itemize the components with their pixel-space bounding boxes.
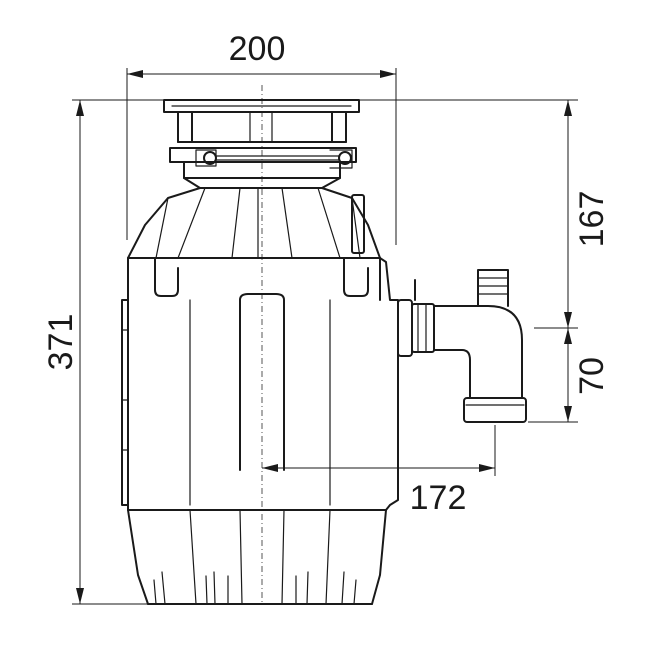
mounting-flange <box>163 99 360 143</box>
dim-overall-width: 200 <box>126 30 397 245</box>
dim-label-167: 167 <box>573 191 611 248</box>
dim-label-172: 172 <box>410 479 467 517</box>
lower-skirt <box>127 509 387 605</box>
dim-label-200: 200 <box>229 30 286 68</box>
clamp-screw-right <box>338 151 352 165</box>
outlet-elbow <box>397 269 527 423</box>
dim-label-371: 371 <box>42 314 80 371</box>
dim-overall-height: 371 <box>42 99 166 605</box>
body-window <box>239 293 285 471</box>
outlet-flange <box>397 299 413 357</box>
side-tab <box>351 194 365 254</box>
outlet-nipple <box>477 269 509 307</box>
housing-rib-right <box>343 257 369 297</box>
outlet-end <box>463 397 527 423</box>
dim-center-to-outlet: 172 <box>262 425 496 517</box>
main-body <box>121 257 399 511</box>
dim-label-70: 70 <box>573 357 611 395</box>
vent-slots <box>153 571 357 605</box>
dim-outlet-drop: 70 <box>528 328 611 423</box>
dim-top-to-outlet: 167 <box>359 99 611 329</box>
upper-housing <box>127 187 381 301</box>
mounting-ring <box>169 147 357 189</box>
housing-rib-left <box>154 257 179 297</box>
